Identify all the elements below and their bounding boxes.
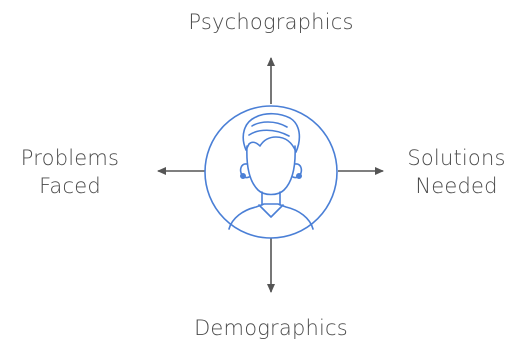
avatar-ring <box>204 105 338 239</box>
label-problems-faced-line-2: Faced <box>39 174 101 198</box>
avatar-hair-fringe <box>248 121 290 137</box>
avatar-neck <box>261 191 281 206</box>
avatar-body <box>228 203 314 230</box>
avatar-face <box>246 145 296 196</box>
label-psychographics-line-1: Psychographics <box>188 10 354 34</box>
person-avatar-icon <box>204 105 338 239</box>
avatar-earring-left <box>240 173 247 180</box>
avatar-collar <box>258 204 284 218</box>
label-solutions-needed-line-1: Solutions <box>407 146 506 170</box>
label-solutions-needed: Solutions Needed <box>392 144 521 200</box>
label-demographics: Demographics <box>160 314 382 342</box>
label-psychographics: Psychographics <box>160 8 382 36</box>
label-demographics-line-1: Demographics <box>194 316 348 340</box>
label-problems-faced: Problems Faced <box>0 144 140 200</box>
label-solutions-needed-line-2: Needed <box>415 174 498 198</box>
avatar-earring-right <box>295 173 302 180</box>
label-problems-faced-line-1: Problems <box>20 146 120 170</box>
avatar-hair <box>242 112 301 153</box>
